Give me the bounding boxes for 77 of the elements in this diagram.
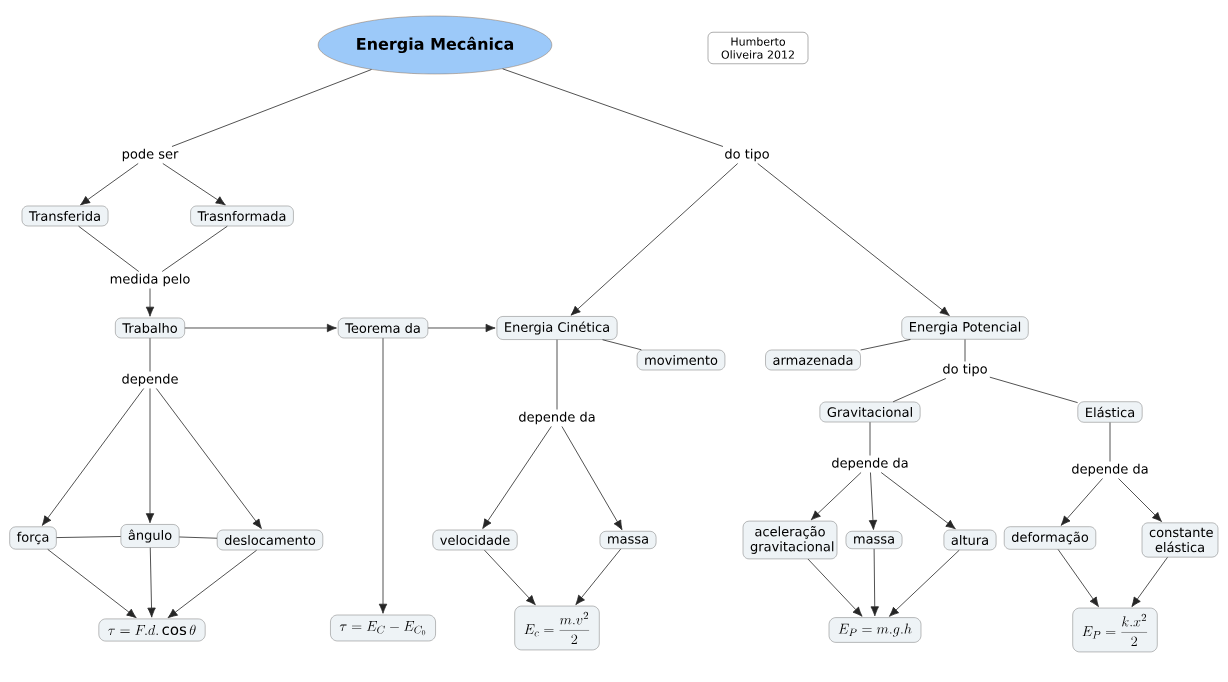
arrow xyxy=(378,337,388,614)
linking-phrase: medida pelo xyxy=(107,271,193,289)
connector-line xyxy=(869,421,871,456)
concept-box: aceleração gravitacional xyxy=(742,520,838,560)
concept-box: armazenada xyxy=(765,349,861,371)
linking-phrase: pode ser xyxy=(119,146,181,164)
concept-box: força xyxy=(9,526,57,550)
arrow xyxy=(155,388,262,529)
concept-box: ângulo xyxy=(120,524,180,548)
concept-box: altura xyxy=(943,529,997,551)
arrow xyxy=(80,163,139,206)
arrow xyxy=(47,549,137,619)
arrow xyxy=(1118,478,1162,522)
connector-line xyxy=(989,376,1078,404)
connector-line xyxy=(602,339,642,351)
concept-box: Energia Potencial xyxy=(901,316,1029,340)
concept-box: Transferida xyxy=(21,205,109,227)
arrow xyxy=(1131,556,1168,607)
concept-box: velocidade xyxy=(432,529,518,551)
arrow xyxy=(1057,549,1099,607)
concept-box: movimento xyxy=(636,349,726,371)
formula-box: $E_c = \frac{m.v^2}{2}$ xyxy=(514,605,600,651)
arrow xyxy=(889,549,960,617)
connector-line xyxy=(556,339,558,410)
arrow xyxy=(147,547,156,618)
arrow xyxy=(870,548,879,617)
arrow xyxy=(880,472,956,530)
connector-line xyxy=(502,68,724,147)
formula-box: $\tau = E_C - E_{C_0}$ xyxy=(330,614,436,642)
arrow xyxy=(162,163,226,206)
author-note: Humberto Oliveira 2012 xyxy=(707,32,809,64)
concept-box: Elástica xyxy=(1077,401,1143,423)
concept-box: Teorema da xyxy=(337,317,429,339)
concept-box: constante elástica xyxy=(1141,522,1219,558)
arrow xyxy=(757,163,950,316)
arrow xyxy=(145,288,155,317)
concept-box: Gravitacional xyxy=(819,401,921,423)
connector-line xyxy=(964,339,966,362)
arrow xyxy=(484,549,536,606)
arrow xyxy=(570,163,739,316)
arrow xyxy=(167,549,257,619)
arrow xyxy=(868,472,878,530)
arrow xyxy=(482,426,552,529)
arrow xyxy=(1060,478,1103,526)
connector-line xyxy=(56,536,122,538)
connector-line xyxy=(860,339,911,351)
arrow xyxy=(41,388,145,526)
connector-line xyxy=(78,225,140,272)
arrow xyxy=(810,472,862,521)
concept-box: massa xyxy=(599,531,657,549)
linking-phrase: do tipo xyxy=(940,361,990,379)
linking-phrase: depende da xyxy=(1069,461,1151,479)
concept-box: Trabalho xyxy=(115,317,185,339)
arrow xyxy=(561,426,623,531)
connector-line xyxy=(149,337,151,372)
arrow xyxy=(575,548,622,606)
connector-line xyxy=(178,536,218,539)
connector-line xyxy=(892,378,947,403)
linking-phrase: depende da xyxy=(516,409,598,427)
connector-line xyxy=(161,225,228,272)
connector-line xyxy=(1109,422,1111,462)
arrow xyxy=(807,558,863,617)
formula-box: $\tau = F.d.\cos\theta$ xyxy=(98,618,206,642)
concept-box: Energia Cinética xyxy=(496,316,618,340)
linking-phrase: do tipo xyxy=(722,146,772,164)
formula-box: $E_P = \frac{k.x^2}{2}$ xyxy=(1072,607,1158,653)
arrow xyxy=(427,323,496,333)
concept-box: deformação xyxy=(1004,526,1096,550)
concept-box: Trasnformada xyxy=(190,205,294,227)
connector-line xyxy=(171,69,372,147)
concept-box: deslocamento xyxy=(217,529,324,551)
arrow xyxy=(145,388,155,524)
concept-box: massa xyxy=(845,531,903,549)
arrow xyxy=(184,323,337,333)
formula-box: $E_P = m.g.h$ xyxy=(828,617,922,643)
linking-phrase: depende xyxy=(119,371,181,389)
linking-phrase: depende da xyxy=(829,455,911,473)
